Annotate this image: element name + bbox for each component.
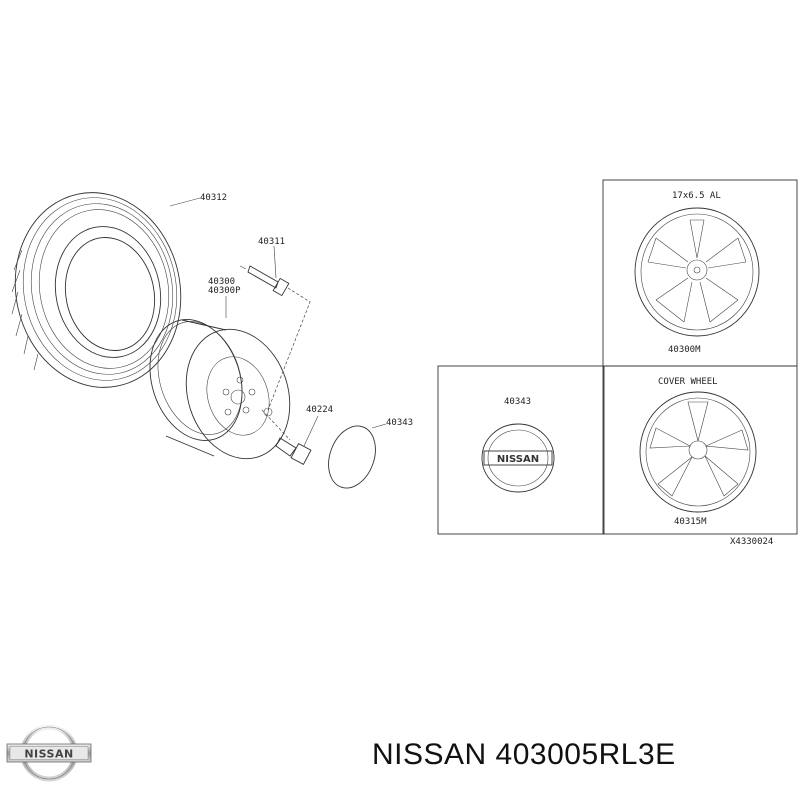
cover-box-title: COVER WHEEL — [658, 377, 718, 387]
nut-assembly-line — [261, 409, 291, 441]
cover-box-part: 40315M — [674, 517, 707, 527]
cap-callout: 40343 — [386, 418, 413, 428]
alloy-wheel-drawing — [634, 207, 760, 337]
valve-assembly-line — [267, 287, 311, 411]
tire-leader — [169, 197, 201, 207]
logo-wordmark: NISSAN — [24, 748, 73, 761]
wheel-callout-b: 40300P — [208, 286, 241, 296]
tire-drawing — [11, 192, 182, 388]
nissan-logo: NISSAN — [6, 724, 92, 782]
wheel-callout-a: 40300 — [208, 277, 235, 287]
alloy-box-title: 17x6.5 AL — [672, 191, 721, 201]
wheel-nut-drawing — [275, 437, 312, 465]
cap-leader — [371, 423, 387, 429]
svg-text:NISSAN: NISSAN — [497, 454, 539, 465]
cap-box-part: 40343 — [504, 397, 531, 407]
nut-callout: 40224 — [306, 405, 333, 415]
steel-wheel-drawing — [149, 319, 291, 460]
valve-callout: 40311 — [258, 237, 285, 247]
brand-part-number: NISSAN 403005RL3E — [372, 738, 676, 771]
center-cap-drawing — [328, 425, 376, 489]
alloy-box-part: 40300M — [668, 345, 701, 355]
valve-leader — [273, 245, 277, 279]
valve-drawing — [239, 265, 290, 297]
tire-callout: 40312 — [200, 193, 227, 203]
center-cap-emblem-drawing: NISSAN — [481, 423, 555, 493]
drawing-id: X4330024 — [730, 537, 773, 547]
wheel-cover-drawing — [639, 391, 757, 513]
option-boxes — [437, 179, 798, 535]
nut-leader — [303, 415, 319, 447]
